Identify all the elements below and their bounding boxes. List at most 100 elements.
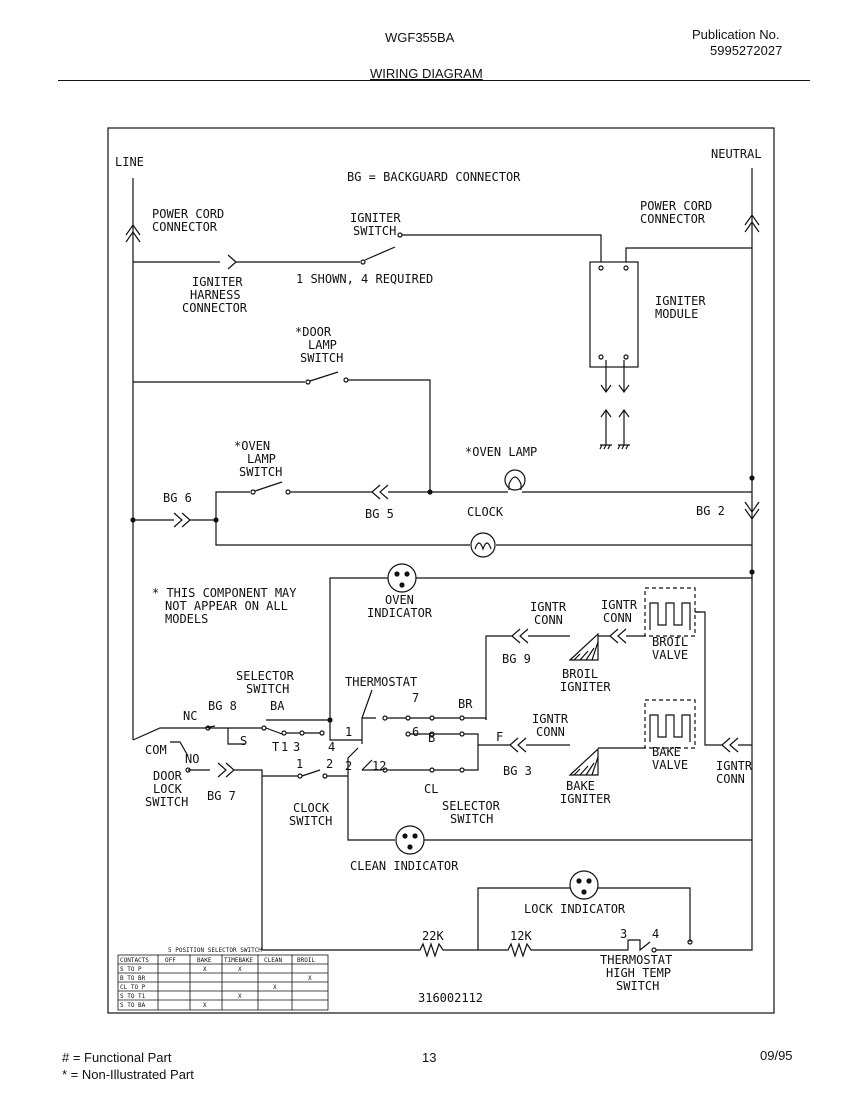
header-rule xyxy=(58,80,810,81)
door-lamp-2: LAMP xyxy=(308,338,337,352)
bg9-label: BG 9 xyxy=(502,652,531,666)
oven-lamp-switch-2: LAMP xyxy=(247,452,276,466)
table-header: BROIL xyxy=(297,957,315,964)
t3-label: 3 xyxy=(620,927,627,941)
f-label: F xyxy=(496,730,503,744)
table-cell: X xyxy=(238,993,242,1000)
ba-label: BA xyxy=(270,699,285,713)
igniter-neutral-wire xyxy=(625,247,752,262)
switch-contact xyxy=(382,715,388,721)
power-cord-right-2: CONNECTOR xyxy=(640,212,706,226)
footer-functional: # = Functional Part xyxy=(62,1050,172,1065)
bg7-label: BG 7 xyxy=(207,789,236,803)
power-cord-connector-left xyxy=(125,223,141,243)
resistor-string xyxy=(262,939,651,958)
table-header: CLEAN xyxy=(264,957,282,964)
r22k-label: 22K xyxy=(422,929,444,943)
oven-lamp-wire xyxy=(215,491,250,520)
num-4: 4 xyxy=(328,740,335,754)
selector-bottom-2: SWITCH xyxy=(450,812,493,826)
clock-switch-2: SWITCH xyxy=(289,814,332,828)
power-cord-left-1: POWER CORD xyxy=(152,207,224,221)
note-3: MODELS xyxy=(165,612,208,626)
num-12: 12 xyxy=(372,759,386,773)
note-2: NOT APPEAR ON ALL xyxy=(165,599,288,613)
igniter-switch-1: IGNITER xyxy=(350,211,401,225)
junction-dot xyxy=(749,475,755,481)
table-cell: S TO BA xyxy=(120,1002,146,1009)
oven-indicator-1: OVEN xyxy=(385,593,414,607)
thermostat-label: THERMOSTAT xyxy=(345,675,417,689)
door-lock-3: SWITCH xyxy=(145,795,188,809)
oven-lamp-wire-b xyxy=(290,484,508,500)
br-label: BR xyxy=(458,697,473,711)
junction-dot xyxy=(427,489,433,495)
igntr-conn-mid-2: CONN xyxy=(536,725,565,739)
table-cell: X xyxy=(273,984,277,991)
clock-motor-icon xyxy=(470,532,496,558)
publication-label: Publication No. xyxy=(692,27,780,42)
power-cord-connector-right xyxy=(744,213,760,233)
page-number: 13 xyxy=(422,1050,437,1065)
module-output-arrows xyxy=(600,360,630,394)
ground-icon xyxy=(599,444,630,450)
switch-contact xyxy=(322,773,328,779)
clock-wire xyxy=(215,520,752,546)
broil-valve-coil xyxy=(649,602,691,630)
bg3-label: BG 3 xyxy=(503,764,532,778)
junction-dot xyxy=(749,569,755,575)
igniter-switch-2: SWITCH xyxy=(353,224,396,238)
indicator-pin xyxy=(394,571,400,577)
igniter-module-2: MODULE xyxy=(655,307,698,321)
junction-dot xyxy=(130,517,136,523)
junction-dot xyxy=(327,717,333,723)
b-label: B xyxy=(428,731,435,745)
table-header: BAKE xyxy=(197,957,212,964)
igntr-conn-far-1: IGNTR xyxy=(716,759,753,773)
door-lock-no-wire xyxy=(170,741,263,950)
table-header: CONTACTS xyxy=(120,957,149,964)
module-terminal xyxy=(598,265,604,271)
high-temp-1: THERMOSTAT xyxy=(600,953,672,967)
igniter-module-box xyxy=(589,261,639,368)
switch-contact xyxy=(299,730,305,736)
neutral-label: NEUTRAL xyxy=(711,147,762,161)
igntr-conn-right-2: CONN xyxy=(603,611,632,625)
switch-contact xyxy=(185,767,191,773)
broil-valve-1: BROIL xyxy=(652,635,688,649)
lock-neutral-wire xyxy=(656,745,753,951)
table-cell: X xyxy=(203,1002,207,1009)
bg-note: BG = BACKGUARD CONNECTOR xyxy=(347,170,521,184)
clock-switch-wire xyxy=(327,747,395,841)
igniter-switch-contact-a xyxy=(360,259,366,265)
igntr-conn-left-2: CONN xyxy=(534,613,563,627)
igntr-conn-right-1: IGNTR xyxy=(601,598,638,612)
selector-blade xyxy=(265,727,320,735)
switch-contact xyxy=(459,715,465,721)
selector-bottom-1: SELECTOR xyxy=(442,799,501,813)
igniter-switch-contact-b xyxy=(397,232,403,238)
igniter-switch-note: 1 SHOWN, 4 REQUIRED xyxy=(296,272,433,286)
publication-number: 5995272027 xyxy=(710,43,783,58)
table-cell: X xyxy=(238,966,242,973)
igniter-harness-2: HARNESS xyxy=(190,288,241,302)
broil-valve-2: VALVE xyxy=(652,648,688,662)
num-3: 3 xyxy=(293,740,300,754)
t-label: T xyxy=(272,740,279,754)
switch-contact xyxy=(429,715,435,721)
broil-wire-a xyxy=(485,628,570,720)
bg2-label: BG 2 xyxy=(696,504,725,518)
selector-br-wire xyxy=(387,717,487,720)
door-lamp-contact xyxy=(305,379,311,385)
num-1-therm: 1 xyxy=(345,725,352,739)
high-temp-2: HIGH TEMP xyxy=(606,966,671,980)
lock-indicator-wire xyxy=(477,887,691,950)
broil-wire-b xyxy=(598,628,645,644)
igniter-hatch xyxy=(573,641,599,661)
door-lamp-blade xyxy=(309,371,339,382)
selector-s-wire xyxy=(208,727,262,745)
door-lock-1: DOOR xyxy=(153,769,183,783)
clock-switch-1: CLOCK xyxy=(293,801,330,815)
bake-valve-box xyxy=(644,699,696,749)
